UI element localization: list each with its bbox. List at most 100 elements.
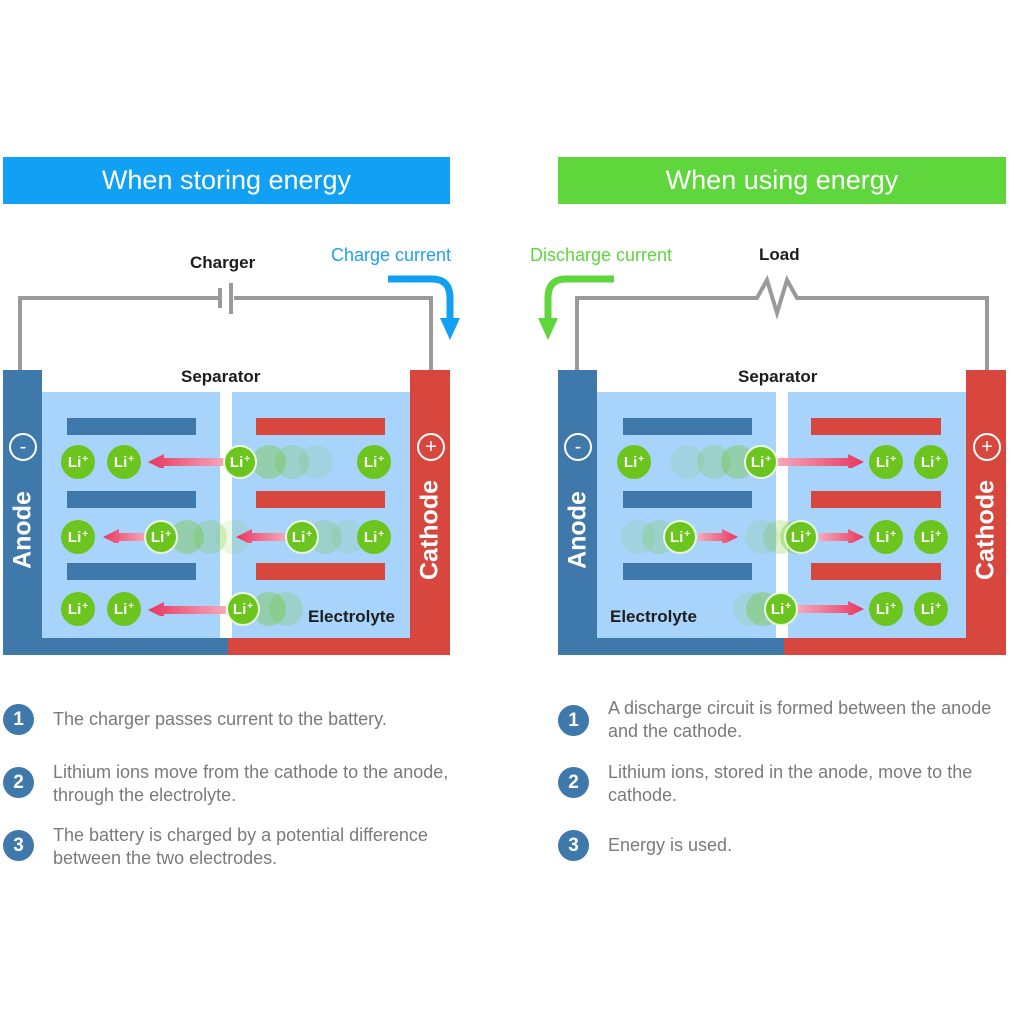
load-label: Load bbox=[759, 245, 800, 264]
ion-arrow-right-icon bbox=[819, 529, 864, 543]
step-text: Energy is used. bbox=[608, 835, 733, 855]
lithium-ion: Li+ bbox=[914, 592, 948, 626]
anode-label: Anode bbox=[8, 491, 36, 569]
ion-trail bbox=[252, 445, 286, 479]
lithium-ion: Li+ bbox=[357, 445, 391, 479]
left-circuit-wire-anode bbox=[18, 296, 22, 372]
step-item: 2 Lithium ions, stored in the anode, mov… bbox=[558, 761, 1018, 807]
lithium-ion-moving: Li+ bbox=[663, 520, 697, 554]
step-item: 1 The charger passes current to the batt… bbox=[3, 704, 387, 735]
separator-header bbox=[597, 370, 966, 392]
lithium-ion: Li+ bbox=[617, 445, 651, 479]
step-item: 3 Energy is used. bbox=[558, 830, 732, 861]
lithium-ion-moving: Li+ bbox=[764, 592, 798, 626]
ion-arrow-left-icon bbox=[148, 602, 226, 616]
plus-icon: + bbox=[417, 433, 445, 461]
anode-base bbox=[558, 638, 784, 655]
anode-electrode: - Anode bbox=[3, 370, 42, 655]
ion-trail bbox=[621, 520, 655, 554]
anode-layer bbox=[67, 491, 196, 508]
separator-label: Separator bbox=[181, 367, 261, 386]
ion-arrow-left-icon bbox=[236, 529, 286, 543]
ion-trail bbox=[733, 592, 767, 626]
ion-arrow-right-icon bbox=[776, 454, 864, 468]
step-text: A discharge circuit is formed between th… bbox=[608, 698, 992, 741]
left-circuit-wire-cathode bbox=[429, 296, 433, 372]
step-text: Lithium ions move from the cathode to th… bbox=[53, 762, 449, 805]
anode-electrode: - Anode bbox=[558, 370, 597, 655]
step-number-badge: 1 bbox=[558, 705, 589, 736]
cathode-base bbox=[784, 638, 1006, 655]
ion-trail bbox=[299, 445, 333, 479]
ion-arrow-left-icon bbox=[103, 529, 147, 543]
separator-header bbox=[42, 370, 410, 392]
anode-base bbox=[3, 638, 228, 655]
anode-layer bbox=[623, 563, 752, 580]
lithium-ion-moving: Li+ bbox=[744, 445, 778, 479]
step-number-badge: 2 bbox=[3, 767, 34, 798]
charging-battery: Separator - Anode + Cathode Li+ Li+ Li+ bbox=[3, 367, 450, 655]
charge-current-label: Charge current bbox=[331, 245, 452, 265]
step-item: 1 A discharge circuit is formed between … bbox=[558, 697, 1024, 743]
lithium-ion-moving: Li+ bbox=[285, 520, 319, 554]
anode-layer bbox=[623, 418, 752, 435]
ion-trail bbox=[745, 520, 779, 554]
cathode-label: Cathode bbox=[415, 480, 444, 580]
lithium-ion: Li+ bbox=[914, 445, 948, 479]
discharge-current-arrow-icon bbox=[538, 275, 614, 340]
left-circuit-wire-top-right bbox=[234, 296, 433, 300]
lithium-ion: Li+ bbox=[869, 445, 903, 479]
cathode-layer bbox=[256, 563, 385, 580]
step-item: 2 Lithium ions move from the cathode to … bbox=[3, 761, 483, 807]
step-text: Lithium ions, stored in the anode, move … bbox=[608, 762, 973, 805]
ion-trail bbox=[670, 445, 704, 479]
ion-arrow-left-icon bbox=[148, 454, 226, 468]
cathode-layer bbox=[811, 418, 941, 435]
step-number-badge: 3 bbox=[3, 830, 34, 861]
lithium-ion: Li+ bbox=[869, 592, 903, 626]
lithium-ion: Li+ bbox=[914, 520, 948, 554]
ion-trail bbox=[269, 592, 303, 626]
discharge-current-label: Discharge current bbox=[530, 245, 673, 265]
lithium-ion: Li+ bbox=[61, 592, 95, 626]
lithium-ion: Li+ bbox=[61, 520, 95, 554]
storing-energy-banner: When storing energy bbox=[3, 157, 450, 204]
minus-icon: - bbox=[564, 433, 592, 461]
minus-icon: - bbox=[9, 433, 37, 461]
plus-icon: + bbox=[973, 433, 1001, 461]
lithium-ion: Li+ bbox=[357, 520, 391, 554]
lithium-ion-moving: Li+ bbox=[223, 445, 257, 479]
lithium-ion-moving: Li+ bbox=[226, 592, 260, 626]
step-number-badge: 2 bbox=[558, 767, 589, 798]
cathode-layer bbox=[256, 418, 385, 435]
anode-layer bbox=[67, 563, 196, 580]
using-energy-banner: When using energy bbox=[558, 157, 1006, 204]
separator-label: Separator bbox=[738, 367, 818, 386]
electrolyte-label: Electrolyte bbox=[308, 607, 395, 626]
discharging-battery: Separator - Anode + Cathode Li+ Li+ Li+ … bbox=[558, 367, 1006, 655]
ion-trail bbox=[697, 445, 731, 479]
ion-trail bbox=[193, 520, 227, 554]
cathode-electrode: + Cathode bbox=[966, 370, 1006, 655]
charger-plate-long bbox=[229, 283, 233, 314]
step-text: The charger passes current to the batter… bbox=[53, 709, 387, 729]
charger-label: Charger bbox=[190, 253, 256, 272]
ion-arrow-right-icon bbox=[797, 601, 864, 615]
using-energy-title: When using energy bbox=[665, 165, 899, 195]
lithium-ion-moving: Li+ bbox=[144, 520, 178, 554]
lithium-ion: Li+ bbox=[107, 445, 141, 479]
cathode-layer bbox=[811, 491, 941, 508]
electrolyte-label: Electrolyte bbox=[610, 607, 697, 626]
lithium-ion-moving: Li+ bbox=[784, 520, 818, 554]
step-number-badge: 1 bbox=[3, 704, 34, 735]
ion-arrow-right-icon bbox=[698, 529, 738, 543]
ion-trail bbox=[275, 445, 309, 479]
charger-plate-short bbox=[218, 288, 222, 308]
storing-energy-title: When storing energy bbox=[101, 165, 352, 195]
lithium-ion: Li+ bbox=[107, 592, 141, 626]
anode-layer bbox=[623, 491, 752, 508]
cathode-base bbox=[228, 638, 450, 655]
anode-layer bbox=[67, 418, 196, 435]
cathode-label: Cathode bbox=[971, 480, 1000, 580]
lithium-ion: Li+ bbox=[869, 520, 903, 554]
